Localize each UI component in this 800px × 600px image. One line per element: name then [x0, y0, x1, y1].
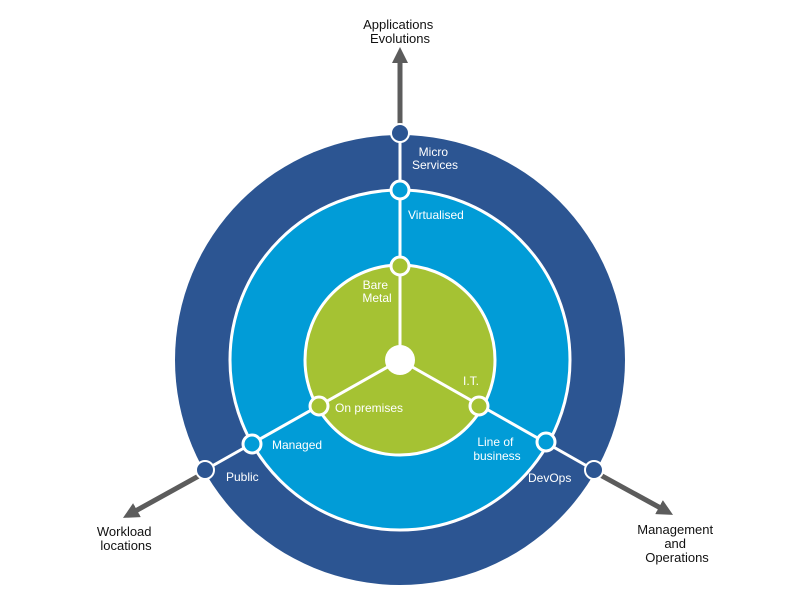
node-left-inner: [308, 395, 330, 417]
axis-label-left: Workload locations: [97, 524, 155, 553]
axis-label-right: Management and Operations: [637, 522, 717, 565]
node-left-outer: [195, 460, 215, 480]
axis-label-top: Applications Evolutions: [363, 17, 437, 46]
label-public: Public: [226, 470, 259, 484]
label-micro-services: Micro Services: [412, 145, 458, 172]
label-bare-metal: Bare Metal: [362, 278, 391, 305]
label-managed: Managed: [272, 438, 322, 452]
node-top-inner: [389, 255, 411, 277]
node-right-inner: [468, 395, 490, 417]
label-it: I.T.: [463, 374, 479, 388]
center-hub: [385, 345, 415, 375]
spoke-left: [204, 358, 401, 472]
label-on-premises: On premises: [335, 401, 403, 415]
node-top-middle: [389, 179, 411, 201]
node-top-outer: [390, 123, 410, 143]
node-left-middle: [241, 433, 263, 455]
label-line-of-business: Line of business: [473, 435, 520, 463]
label-devops: DevOps: [528, 471, 571, 485]
node-right-outer: [584, 460, 604, 480]
node-right-middle: [535, 431, 557, 453]
label-virtualised: Virtualised: [408, 208, 464, 222]
spoke-right: [399, 358, 595, 472]
